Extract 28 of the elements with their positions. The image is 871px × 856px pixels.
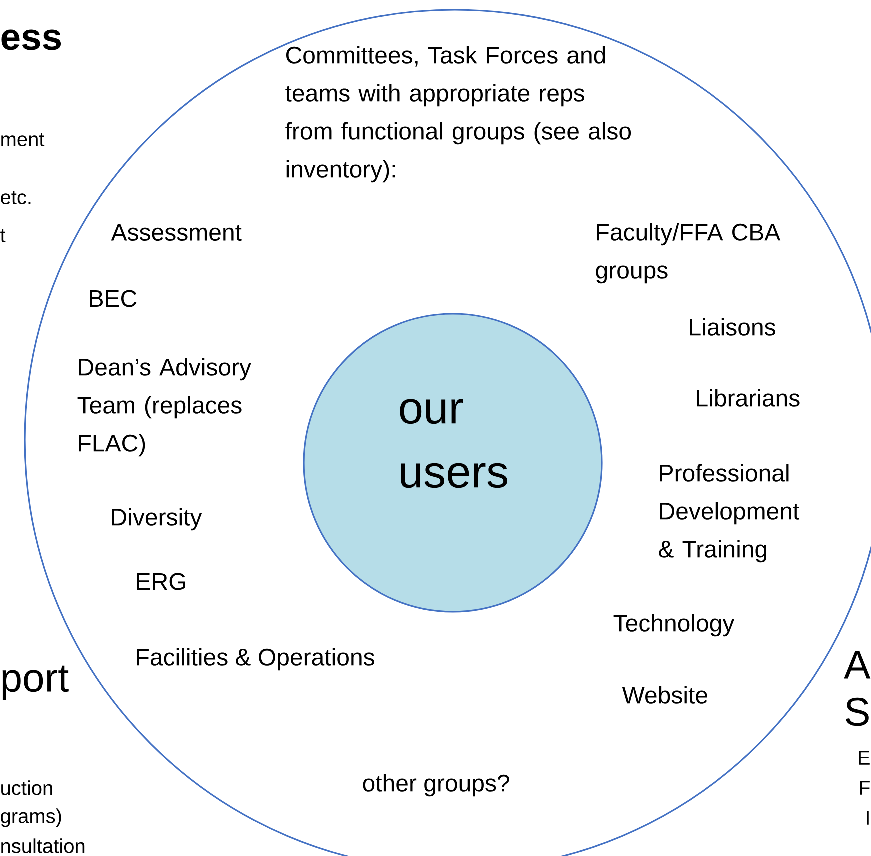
cut-off-text: S [846,698,869,726]
group-name: Liaisons [690,318,776,336]
cut-off-text: etc. [1,191,31,205]
cut-off-text: t [0,229,6,243]
group-name: Assessment [111,224,242,241]
cut-off-text: A [844,651,871,679]
cut-off-text: nsultation [2,838,85,854]
cut-off-text: I [867,811,869,825]
group-name: BEC [90,290,137,308]
group-name: ERG [137,573,186,590]
cut-off-text: F [860,781,870,795]
group-name: our users [400,399,508,488]
group-name: Technology [614,614,735,637]
group-name: Dean’s Advisory Team (replaces FLAC) [78,358,252,457]
cut-off-text: E [859,751,870,765]
cut-off-text: port [2,666,69,700]
group-name: Faculty/FFA CBA groups [596,223,781,284]
group-name: Professional Development & Training [659,464,800,563]
group-name: other groups? [363,774,510,797]
group-name: Diversity [112,508,202,531]
cut-off-text: grams) [1,808,62,828]
group-name: Committees, Task Forces and teams with appropriate reps from functional groups (see also inventory): [286,46,632,183]
group-name: Facilities & Operations [137,648,374,671]
cut-off-text: uction [2,780,52,796]
group-name: Website [622,686,708,704]
group-name: Librarians [697,389,800,407]
cut-off-text: ess [2,30,62,50]
cut-off-text: ment [2,133,45,147]
